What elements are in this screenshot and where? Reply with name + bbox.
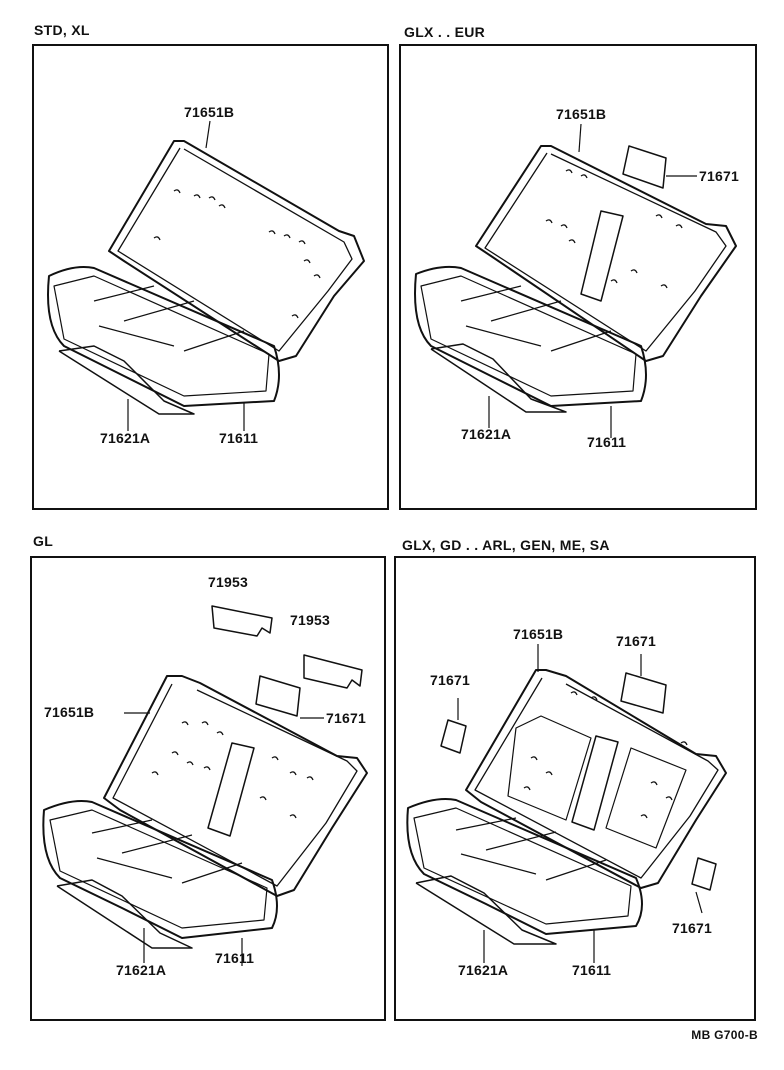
cushion-shape xyxy=(414,265,647,407)
armrest-slot xyxy=(207,742,255,837)
cushion-shape xyxy=(406,798,643,935)
label-backrest: 71651B xyxy=(556,106,607,122)
armrest-pad xyxy=(255,675,301,717)
armrest-slot xyxy=(571,735,619,831)
label-pad-right: 71671 xyxy=(672,920,712,936)
label-cushion: 71611 xyxy=(215,950,255,966)
label-armrest-pad: 71671 xyxy=(699,168,739,184)
backrest-shape xyxy=(103,675,368,897)
label-base-cover: 71621A xyxy=(461,426,512,442)
base-cover-shape xyxy=(430,343,567,413)
label-cushion: 71611 xyxy=(587,434,627,450)
label-clip-b: 71953 xyxy=(290,612,330,628)
clip-b xyxy=(303,654,363,689)
label-base-cover: 71621A xyxy=(458,962,509,978)
base-cover-shape xyxy=(415,875,557,945)
label-base-cover: 71621A xyxy=(116,962,167,978)
label-base-cover: 71621A xyxy=(100,430,151,446)
panel-gl: 71953 71953 71651B 71671 71621A 71611 xyxy=(30,556,386,1021)
cushion-shape xyxy=(42,800,278,939)
diagram-code: MB G700-B xyxy=(691,1028,758,1042)
panel-glx-gd: 71651B 71671 71671 71671 71621A 71611 xyxy=(394,556,756,1021)
label-armrest-pad: 71671 xyxy=(326,710,366,726)
label-pad-left: 71671 xyxy=(430,672,470,688)
backrest-shape xyxy=(475,145,737,362)
label-clip-a: 71953 xyxy=(208,574,248,590)
clip-a xyxy=(211,605,273,637)
label-cushion: 71611 xyxy=(219,430,259,446)
cushion-shape xyxy=(47,266,280,407)
label-backrest: 71651B xyxy=(44,704,95,720)
backrest-shape xyxy=(465,669,727,889)
seat-illustration-gl xyxy=(42,605,368,966)
base-cover-shape xyxy=(56,879,193,949)
panel-title-glx-gd: GLX, GD . . ARL, GEN, ME, SA xyxy=(402,537,610,553)
panel-title-glx-eur: GLX . . EUR xyxy=(404,24,486,40)
backrest-shape xyxy=(108,140,365,362)
seat-illustration-std-xl xyxy=(47,120,365,431)
seat-illustration-glx-eur xyxy=(414,123,737,438)
pad-left xyxy=(440,719,467,754)
armrest-pad xyxy=(622,145,667,189)
panel-std-xl: 71651B 71621A 71611 xyxy=(32,44,389,510)
panel-title-std-xl: STD, XL xyxy=(34,22,90,38)
panel-title-gl: GL xyxy=(33,533,54,549)
label-armrest-pad-top: 71671 xyxy=(616,633,656,649)
label-cushion: 71611 xyxy=(572,962,612,978)
base-cover-shape xyxy=(58,345,195,415)
armrest-pad xyxy=(620,672,667,714)
armrest-slot xyxy=(580,210,624,302)
seat-illustration-glx-gd xyxy=(406,644,727,963)
panel-glx-eur: 71651B 71671 71621A 71611 xyxy=(399,44,757,510)
label-backrest: 71651B xyxy=(513,626,564,642)
pad-right xyxy=(691,857,717,891)
label-backrest: 71651B xyxy=(184,104,235,120)
